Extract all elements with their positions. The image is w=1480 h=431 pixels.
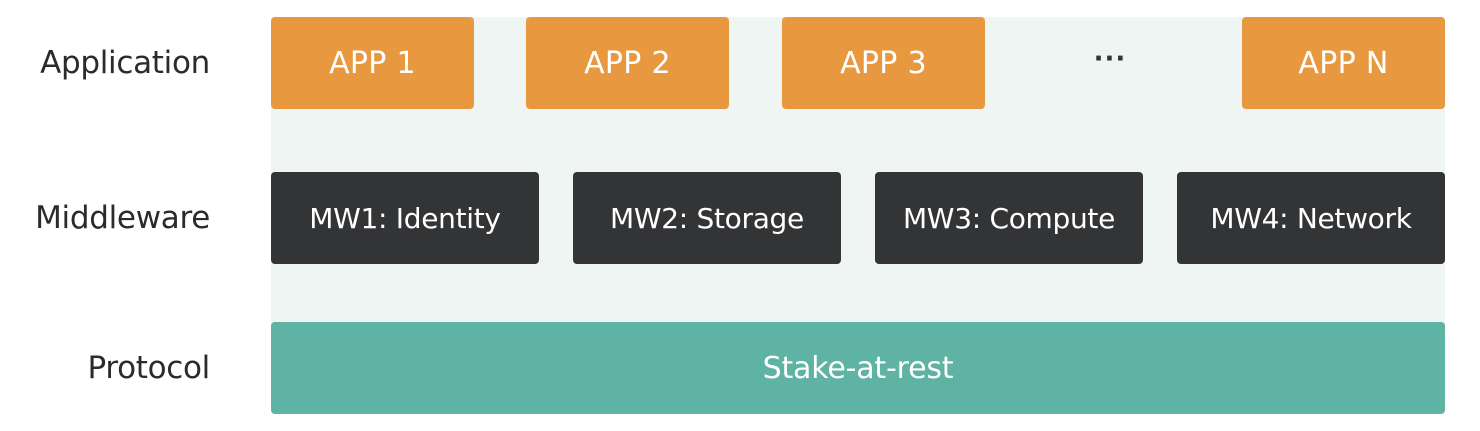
app-box-n: APP N xyxy=(1242,17,1445,109)
application-layer-label: Application xyxy=(40,45,210,81)
app-ellipsis: ··· xyxy=(1093,44,1127,74)
middleware-layer-label: Middleware xyxy=(35,200,210,236)
middleware-box-storage: MW2: Storage xyxy=(573,172,841,264)
middleware-box-identity: MW1: Identity xyxy=(271,172,539,264)
protocol-layer-label: Protocol xyxy=(87,350,210,386)
app-box-1: APP 1 xyxy=(271,17,474,109)
middleware-box-compute: MW3: Compute xyxy=(875,172,1143,264)
protocol-box-stake-at-rest: Stake-at-rest xyxy=(271,322,1445,414)
middleware-box-network: MW4: Network xyxy=(1177,172,1445,264)
app-box-3: APP 3 xyxy=(782,17,985,109)
app-box-2: APP 2 xyxy=(526,17,729,109)
